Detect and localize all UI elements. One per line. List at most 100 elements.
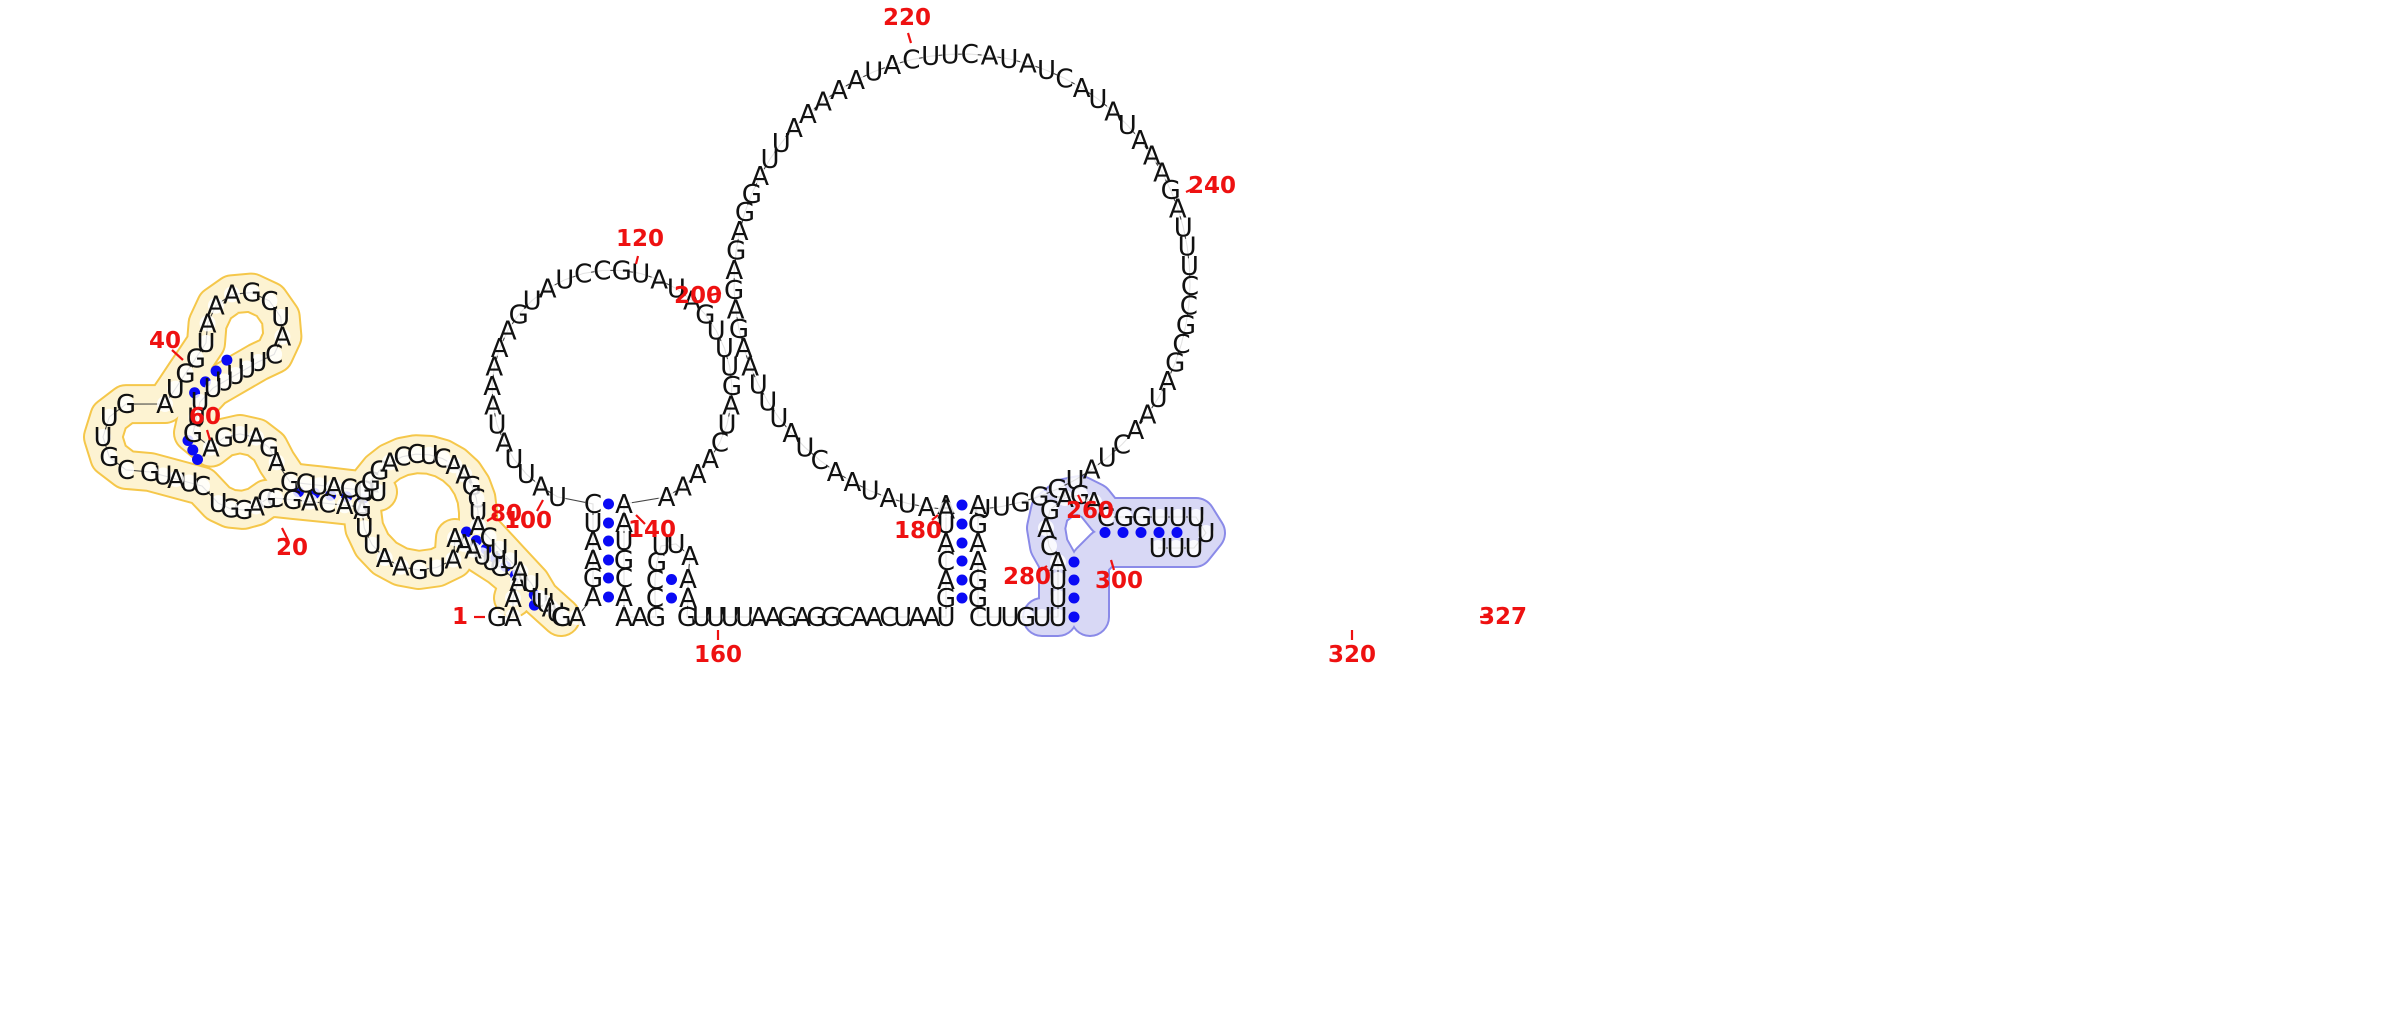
- nucleotide-backdrop: [711, 434, 728, 451]
- base-pair-dot: [603, 572, 614, 584]
- position-label-140: 140: [628, 517, 676, 543]
- nucleotide-backdrop: [1167, 354, 1184, 371]
- nucleotide-backdrop: [101, 408, 118, 425]
- nucleotide-backdrop: [770, 409, 787, 426]
- nucleotide-backdrop: [268, 454, 285, 471]
- nucleotide-backdrop: [1180, 297, 1197, 314]
- nucleotide-backdrop: [653, 538, 669, 554]
- position-tick: [486, 514, 498, 522]
- nucleotide-backdrop: [505, 451, 522, 468]
- nucleotide-backdrop: [199, 315, 216, 332]
- nucleotide-backdrop: [392, 558, 409, 575]
- base-pair-dot: [1068, 592, 1080, 604]
- nucleotide-230: A: [1153, 159, 1171, 189]
- nucleotide-backdrop: [569, 609, 585, 625]
- nucleotide-backdrop: [1152, 509, 1168, 525]
- nucleotide-13: G: [409, 556, 429, 586]
- nucleotide-174: A: [923, 603, 941, 633]
- nucleotide-71: A: [325, 473, 343, 503]
- nucleotide-157: G: [677, 603, 697, 633]
- nucleotide-146: A: [615, 603, 633, 633]
- nucleotide-78: C: [393, 443, 411, 473]
- nucleotide-194: U: [749, 370, 768, 400]
- nucleotide-backdrop: [961, 46, 978, 63]
- nucleotide-39: U: [100, 403, 119, 433]
- nucleotide-201: G: [726, 237, 746, 267]
- nucleotide-124: U: [631, 260, 650, 290]
- nucleotide-backdrop: [510, 306, 527, 323]
- position-label-180: 180: [894, 518, 942, 544]
- nucleotide-backdrop: [880, 489, 897, 506]
- nucleotide-185: A: [880, 484, 898, 514]
- nucleotide-44: G: [186, 344, 206, 374]
- nucleotide-221: A: [1019, 50, 1037, 80]
- nucleotide-backdrop: [468, 490, 485, 507]
- nucleotide-153: U: [666, 530, 685, 560]
- nucleotide-113: A: [483, 372, 501, 402]
- nucleotide-10: A: [446, 524, 464, 554]
- nucleotide-backdrop: [205, 380, 221, 396]
- nucleotide-191: A: [782, 419, 800, 449]
- nucleotide-backdrop: [1050, 609, 1066, 625]
- base-pair-dot: [210, 365, 222, 377]
- nucleotide-backdrop: [909, 609, 926, 625]
- nucleotide-275: C: [1097, 503, 1115, 533]
- nucleotide-133: A: [722, 391, 740, 421]
- nucleotide-158: U: [692, 603, 711, 633]
- nucleotide-backdrop: [1162, 182, 1179, 199]
- nucleotide-222: U: [1037, 56, 1056, 86]
- nucleotide-backdrop: [512, 563, 529, 580]
- nucleotide-backdrop: [1067, 472, 1083, 488]
- position-tick: [906, 32, 913, 44]
- nucleotide-backdrop: [779, 609, 796, 625]
- nucleotide-backdrop: [284, 491, 301, 508]
- nucleotide-139: A: [658, 483, 676, 513]
- nucleotide-20: G: [352, 493, 372, 523]
- nucleotide-backdrop: [759, 393, 776, 410]
- nucleotide-backdrop: [1175, 219, 1192, 236]
- nucleotide-backdrop: [831, 82, 847, 98]
- nucleotide-231: G: [1161, 176, 1181, 206]
- nucleotide-backdrop: [970, 535, 986, 551]
- nucleotide-backdrop: [765, 609, 782, 625]
- nucleotide-63: G: [214, 424, 234, 454]
- nucleotide-backdrop: [272, 309, 289, 325]
- nucleotide-17: U: [355, 514, 374, 544]
- nucleotide-backdrop: [421, 446, 438, 463]
- position-tick: [281, 527, 289, 541]
- nucleotide-backdrop: [486, 358, 503, 375]
- nucleotide-28: G: [233, 496, 253, 526]
- nucleotide-backdrop: [680, 590, 696, 606]
- nucleotide-backdrop: [1181, 258, 1198, 275]
- nucleotide-backdrop: [1116, 509, 1132, 525]
- position-label-220: 220: [883, 5, 931, 31]
- nucleotide-179: A: [937, 529, 955, 559]
- position-label-1: 1: [452, 604, 468, 630]
- position-label-240: 240: [1188, 173, 1236, 199]
- nucleotide-backdrop: [822, 609, 839, 625]
- nucleotide-backdrop: [585, 533, 601, 549]
- nucleotide-backdrop: [1031, 488, 1048, 505]
- nucleotide-210: A: [814, 87, 832, 117]
- nucleotide-114: A: [485, 353, 503, 383]
- nucleotide-backdrop: [1134, 509, 1150, 525]
- nucleotide-228: A: [1131, 126, 1149, 156]
- nucleotide-165: A: [793, 603, 811, 633]
- nucleotide-255: G: [968, 510, 988, 540]
- nucleotide-155: A: [679, 565, 697, 595]
- nucleotide-backdrop: [1173, 336, 1190, 352]
- nucleotide-23: A: [301, 488, 319, 518]
- nucleotide-backdrop: [539, 280, 556, 297]
- nucleotide-263: G: [1016, 603, 1036, 633]
- nucleotide-backdrop: [556, 271, 573, 288]
- nucleotide-50: C: [260, 287, 278, 317]
- nucleotide-239: C: [1172, 330, 1190, 360]
- nucleotide-backdrop: [647, 572, 663, 588]
- nucleotide-backdrop: [865, 63, 882, 80]
- nucleotide-layer: GAAAGUUAAAAUGAAUUAUGACAGCGAGGUCUAUGCGUUG…: [93, 40, 1215, 633]
- nucleotide-backdrop: [501, 552, 518, 569]
- nucleotide-backdrop: [697, 306, 714, 323]
- nucleotide-backdrop: [463, 477, 480, 494]
- nucleotide-backdrop: [742, 358, 759, 375]
- base-pair-dot: [1099, 527, 1111, 538]
